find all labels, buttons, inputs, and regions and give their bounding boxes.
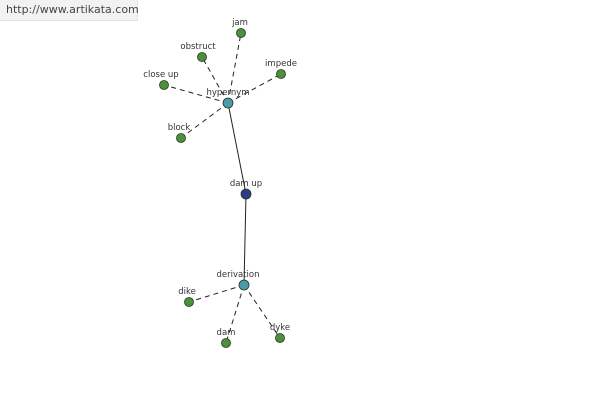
node-dam-up[interactable]	[240, 188, 252, 200]
node-obstruct[interactable]	[197, 52, 207, 62]
edge-hypernym-to-jam	[227, 32, 242, 104]
url-banner[interactable]: http://www.artikata.com	[0, 0, 139, 21]
node-label-dyke: dyke	[270, 323, 290, 333]
edge-dam-up-to-hypernym	[227, 102, 247, 195]
edge-hypernym-to-impede	[227, 73, 282, 104]
node-label-dam: dam	[217, 328, 236, 338]
nodes-layer	[159, 28, 286, 348]
node-label-hypernym: hypernym	[206, 88, 249, 98]
edge-derivation-to-dyke	[243, 284, 281, 339]
node-label-dam-up: dam up	[230, 179, 262, 189]
node-label-impede: impede	[265, 59, 297, 69]
node-block[interactable]	[176, 133, 186, 143]
node-label-dike: dike	[178, 287, 196, 297]
node-dike[interactable]	[184, 297, 194, 307]
node-label-block: block	[168, 123, 191, 133]
node-hypernym[interactable]	[222, 97, 234, 109]
labels-layer: dam up hypernym derivation jam obstruct imped…	[143, 18, 297, 338]
node-dyke[interactable]	[275, 333, 285, 343]
node-label-obstruct: obstruct	[180, 42, 216, 52]
node-derivation[interactable]	[238, 279, 250, 291]
edge-hypernym-to-close-up	[163, 84, 229, 104]
edge-dam-up-to-derivation	[243, 193, 247, 286]
node-label-close-up: close up	[143, 70, 178, 80]
node-jam[interactable]	[236, 28, 246, 38]
site-url-link[interactable]: http://www.artikata.com	[6, 3, 139, 16]
node-label-derivation: derivation	[216, 270, 259, 280]
node-dam[interactable]	[221, 338, 231, 348]
edge-derivation-to-dam	[225, 284, 245, 344]
edges-layer	[163, 32, 282, 344]
edge-hypernym-to-block	[180, 102, 229, 139]
node-close-up[interactable]	[159, 80, 169, 90]
node-label-jam: jam	[231, 18, 248, 28]
node-impede[interactable]	[276, 69, 286, 79]
edge-derivation-to-dike	[188, 284, 245, 303]
